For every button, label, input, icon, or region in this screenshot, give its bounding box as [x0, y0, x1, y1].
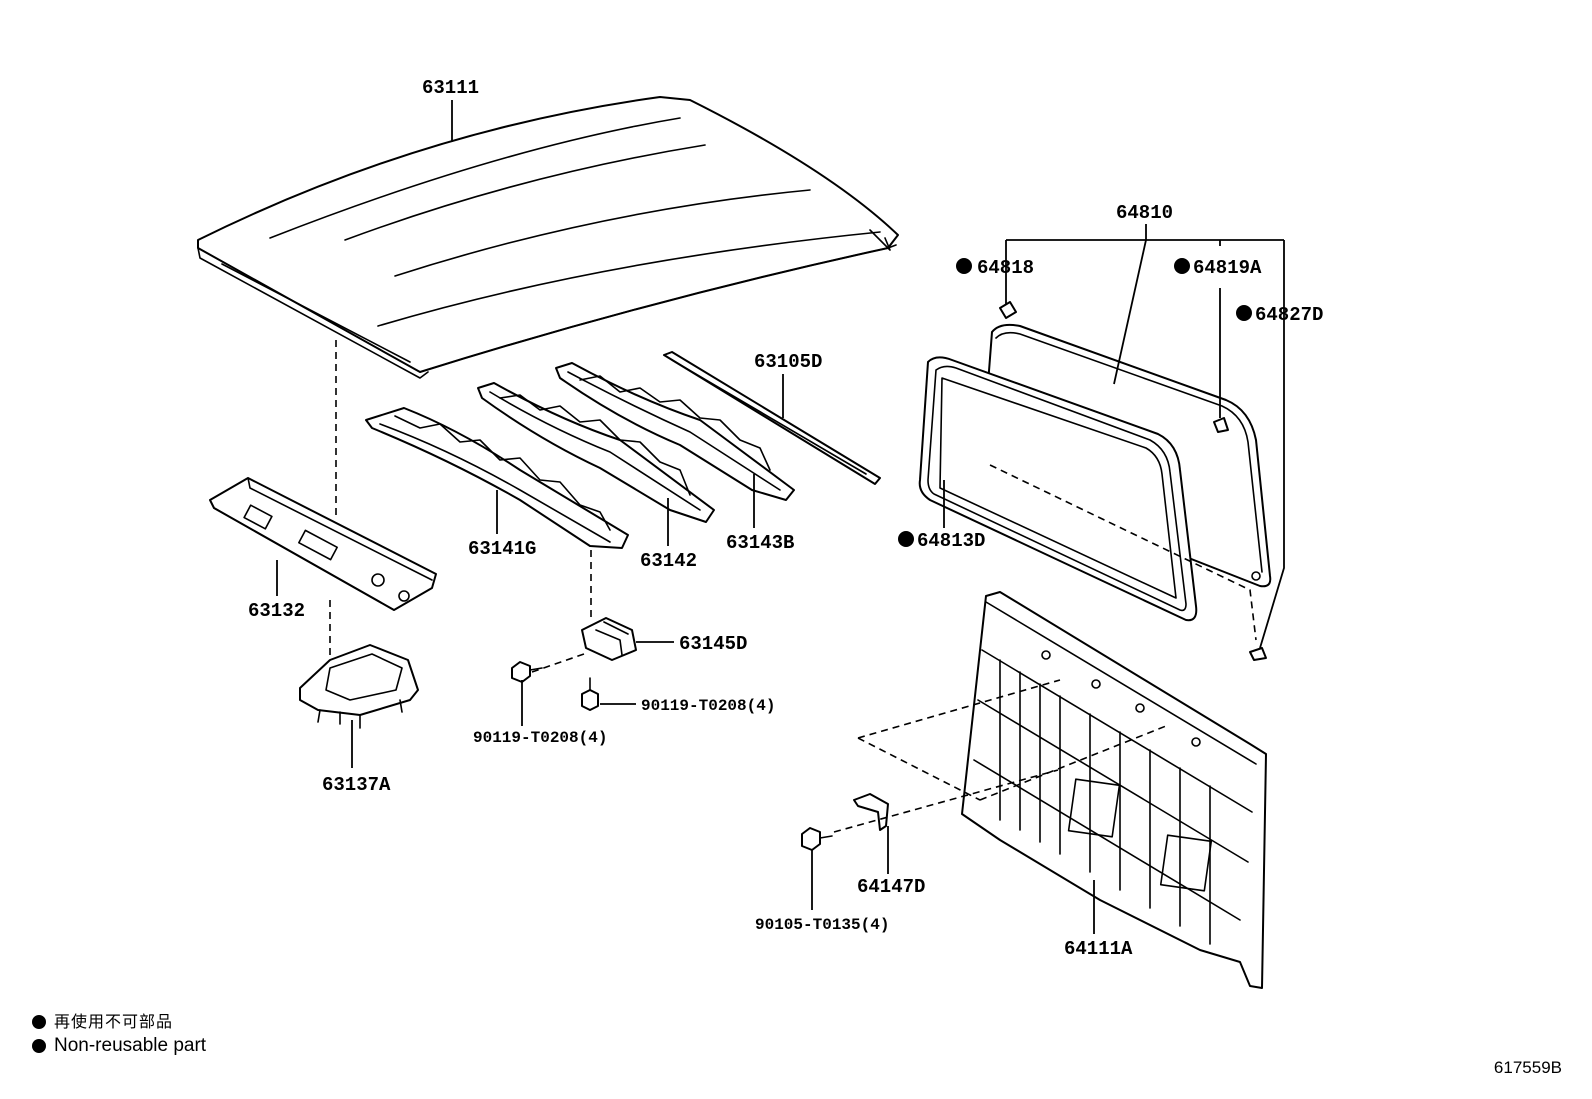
- clip-64818: [999, 301, 1017, 319]
- label-63137a: 63137A: [322, 774, 391, 796]
- label-64111a: 64111A: [1064, 938, 1133, 960]
- label-90119-left: 90119-T0208(4): [473, 729, 607, 747]
- label-64819a: 64819A: [1193, 257, 1262, 279]
- roof-panel: [197, 96, 899, 379]
- bracket-63137a: [299, 644, 419, 729]
- bolt-90119-right: [581, 677, 599, 711]
- weatherstrip-64813d: [918, 356, 1198, 622]
- bracket-63145d: [581, 617, 637, 661]
- roof-bow-63143b: [555, 362, 795, 501]
- assembly-lines: [329, 340, 1257, 833]
- non-reusable-dot-64827d: [1236, 305, 1252, 321]
- label-63142: 63142: [640, 550, 697, 572]
- roof-bow-63142: [477, 382, 715, 523]
- leader-lines: [276, 100, 1285, 934]
- non-reusable-dot-64818: [956, 258, 972, 274]
- bolt-90105: [801, 827, 833, 851]
- non-reusable-dot-64819a: [1174, 258, 1190, 274]
- bolt-90119-left: [511, 661, 543, 683]
- legend-row-english: Non-reusable part: [32, 1034, 206, 1058]
- legend-text-japanese: 再使用不可部品: [54, 1012, 174, 1031]
- non-reusable-dot-64813d: [898, 531, 914, 547]
- legend: 再使用不可部品 Non-reusable part: [32, 1010, 206, 1058]
- legend-text-english: Non-reusable part: [54, 1035, 207, 1056]
- label-63141g: 63141G: [468, 538, 536, 560]
- label-64810: 64810: [1116, 202, 1173, 224]
- roof-bow-63141g: [365, 407, 629, 549]
- label-63105d: 63105D: [754, 351, 822, 373]
- label-90119-right: 90119-T0208(4): [641, 697, 775, 715]
- label-63145d: 63145D: [679, 633, 747, 655]
- clip-64819a: [1213, 417, 1229, 433]
- roof-bow-63105d: [663, 351, 881, 485]
- label-64827d: 64827D: [1255, 304, 1323, 326]
- illustration-id: 617559B: [1493, 1058, 1562, 1077]
- roof-header-63132: [209, 477, 437, 611]
- legend-row-japanese: 再使用不可部品: [32, 1010, 206, 1034]
- label-64818: 64818: [977, 257, 1034, 279]
- clip-64827d: [1249, 647, 1267, 661]
- bracket-64147d: [853, 793, 889, 831]
- label-63143b: 63143B: [726, 532, 794, 554]
- label-63132: 63132: [248, 600, 305, 622]
- bullet-icon: [32, 1015, 46, 1029]
- label-64147d: 64147D: [857, 876, 925, 898]
- back-panel-64111a: [961, 591, 1267, 989]
- bullet-icon: [32, 1039, 46, 1053]
- label-63111: 63111: [422, 77, 479, 99]
- label-64813d: 64813D: [917, 530, 985, 552]
- label-90105: 90105-T0135(4): [755, 916, 889, 934]
